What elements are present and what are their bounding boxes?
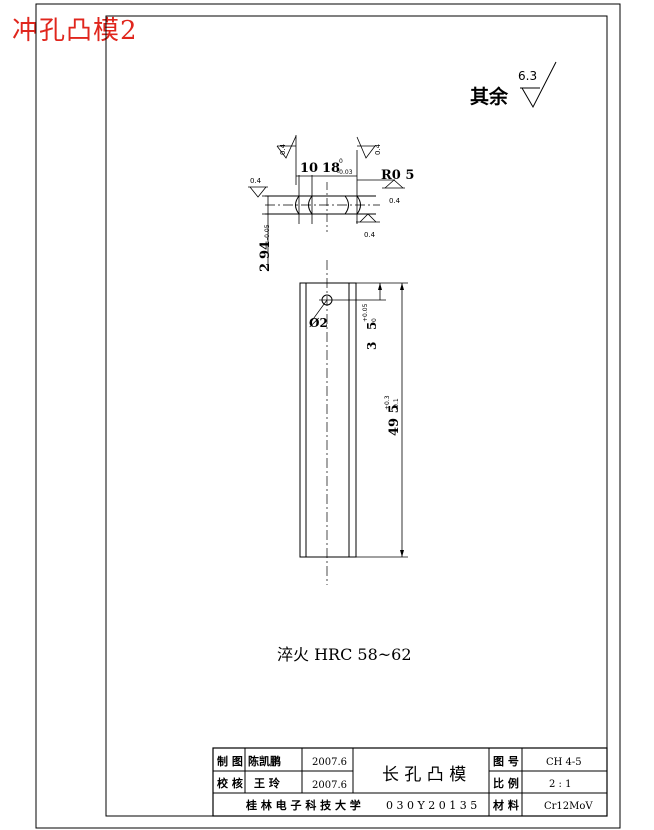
dim-5-lower-tol: 0 xyxy=(371,318,378,322)
title-block: 制 图 陈凯鹏 2007.6 校 核 王 玲 2007.6 长 孔 凸 模 图 … xyxy=(212,747,608,817)
side-view: 10 18 0 -0.03 R0 5 2 94 -0.05 0.4 0.4 0.… xyxy=(248,135,414,272)
scale-label: 比 例 xyxy=(493,776,519,790)
outer-frame xyxy=(35,3,621,829)
roughness-note: 其余 6.3 xyxy=(470,61,557,109)
roughness-symbol-icon: 0.4 xyxy=(356,213,380,239)
drawn-label: 制 图 xyxy=(217,754,243,768)
front-view: Ø2 5 +0.05 0 3 49 5 +0.3 -0.1 xyxy=(299,260,408,585)
dim-5: 5 xyxy=(365,322,379,330)
roughness-symbol-icon: 0.4 xyxy=(382,179,405,205)
roughness-symbol-icon xyxy=(521,61,557,109)
dim-3: 3 xyxy=(365,342,379,350)
material-value: Cr12MoV xyxy=(544,801,593,812)
roughness-value: 0.4 xyxy=(374,143,382,155)
dim-18-lower-tol: -0.03 xyxy=(337,169,353,176)
checked-name: 王 玲 xyxy=(254,776,281,790)
dim-94: 94 xyxy=(258,241,273,259)
material-label: 材 料 xyxy=(493,798,519,812)
roughness-value: 0.4 xyxy=(389,197,401,205)
drawn-name: 陈凯鹏 xyxy=(248,754,281,768)
roughness-note-value: 6.3 xyxy=(518,69,537,83)
hole-diameter: Ø2 xyxy=(309,316,328,330)
roughness-symbol-icon: 0.4 xyxy=(248,177,268,198)
checked-label: 校 核 xyxy=(217,776,243,790)
dim-94-tol: -0.05 xyxy=(264,224,271,240)
checked-date: 2007.6 xyxy=(312,780,347,791)
heat-treatment-note: 淬火 HRC 58~62 xyxy=(277,645,412,664)
part-name: 长 孔 凸 模 xyxy=(382,765,466,785)
dim-r05: R0 5 xyxy=(381,168,414,183)
dim-49: 49 5 xyxy=(387,404,402,436)
dim-49-upper-tol: +0.3 xyxy=(384,395,391,410)
dim-49-lower-tol: -0.1 xyxy=(393,398,400,410)
part-title-overlay: 冲孔凸模2 xyxy=(12,16,138,46)
dim-10: 10 xyxy=(300,161,318,176)
drawing-no-label: 图 号 xyxy=(493,755,519,768)
drawn-date: 2007.6 xyxy=(312,757,347,768)
dim-18-upper-tol: 0 xyxy=(339,158,343,165)
school-name: 桂 林 电 子 科 技 大 学 xyxy=(245,798,361,812)
dim-18: 18 xyxy=(322,161,340,176)
dim-2: 2 xyxy=(258,263,273,272)
roughness-note-label: 其余 xyxy=(470,85,509,108)
roughness-symbol-icon: 0.4 xyxy=(276,135,297,159)
roughness-symbol-icon: 0.4 xyxy=(356,136,382,159)
student-id: 0 3 0 Y 2 0 1 3 5 xyxy=(386,799,477,812)
roughness-value: 0.4 xyxy=(250,177,262,185)
dim-5-upper-tol: +0.05 xyxy=(362,303,369,322)
roughness-value: 0.4 xyxy=(364,231,376,239)
drawing-no: CH 4-5 xyxy=(546,757,582,768)
roughness-value: 0.4 xyxy=(279,143,287,155)
scale-value: 2 : 1 xyxy=(549,779,571,790)
